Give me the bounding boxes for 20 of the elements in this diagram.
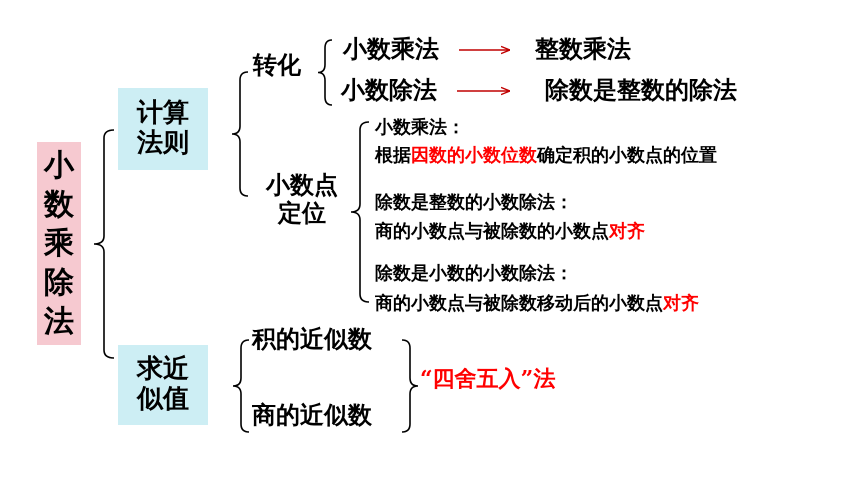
rule-text: 商的小数点与被除数移动后的小数点对齐 xyxy=(375,294,699,315)
arrow xyxy=(459,46,511,54)
branch-label: 小数点定位 xyxy=(264,172,339,228)
term-text: 小数乘法 xyxy=(333,33,449,67)
category-box: 求近似值 xyxy=(118,345,208,425)
arrow xyxy=(457,86,511,96)
category-box: 计算法则 xyxy=(118,88,208,170)
rule-heading: 小数乘法： xyxy=(375,118,465,139)
rule-heading: 除数是整数的小数除法： xyxy=(375,193,573,214)
method-label: “四舍五入”法 xyxy=(420,367,556,392)
branch-label: 转化 xyxy=(253,52,301,80)
term-text: 除数是整数的除法 xyxy=(522,74,760,108)
rule-heading: 除数是小数的小数除法： xyxy=(375,264,573,285)
branch-label: 积的近似数 xyxy=(252,326,372,354)
topic-box: 小数乘除法 xyxy=(37,142,81,345)
term-text: 小数除法 xyxy=(331,74,447,108)
term-text: 整数乘法 xyxy=(522,33,644,67)
rule-text: 根据因数的小数位数确定积的小数点的位置 xyxy=(375,146,717,167)
rule-text: 商的小数点与被除数的小数点对齐 xyxy=(375,222,645,243)
branch-label: 商的近似数 xyxy=(252,402,372,430)
